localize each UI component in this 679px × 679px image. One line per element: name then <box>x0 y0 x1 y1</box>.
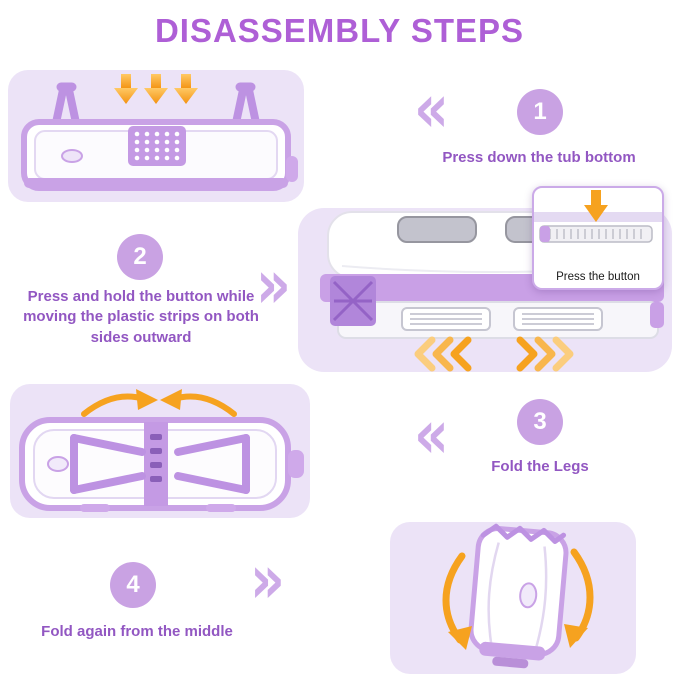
press-button-inset-illustration <box>534 190 662 243</box>
step-3-badge: 3 <box>517 399 563 445</box>
step-2-badge: 2 <box>117 234 163 280</box>
fold-arrow-left-icon <box>81 389 158 417</box>
drain-plug <box>519 582 538 609</box>
step-1-text: Press down the tub bottom <box>442 149 636 166</box>
chevron-left-icon: « <box>414 395 449 474</box>
slide-right-chevrons-icon <box>516 336 574 372</box>
fold-arrow-left-icon <box>442 552 472 650</box>
folded-left-stand <box>70 434 146 494</box>
hinge-bracket <box>330 276 376 326</box>
press-button-label: Press the button <box>556 271 640 283</box>
press-button-inset: Press the button <box>532 186 664 290</box>
plastic-strip-right <box>513 307 603 331</box>
chevron-right-icon: » <box>250 540 285 619</box>
chevron-right-icon: » <box>256 245 291 324</box>
drain-plug <box>61 149 83 163</box>
drain-panel <box>128 126 186 166</box>
tub-open-illustration <box>21 74 298 191</box>
folded-right-stand <box>174 434 250 494</box>
step-1-badge: 1 <box>517 89 563 135</box>
press-down-arrows-icon <box>114 74 198 104</box>
plastic-strip-left <box>401 307 491 331</box>
page-title: DISASSEMBLY STEPS <box>154 12 525 49</box>
fold-arrow-right-icon <box>160 389 237 417</box>
chevron-left-icon: « <box>414 69 449 148</box>
bear-ear-detail <box>286 156 298 182</box>
tub-recess-left <box>397 216 477 243</box>
tub-folded-flat-illustration <box>19 389 304 512</box>
step-2-text: Press and hold the button while moving t… <box>23 288 259 346</box>
drain-plug <box>47 456 69 472</box>
folded-tub <box>468 523 569 669</box>
fold-arrow-right-icon <box>564 548 594 648</box>
tub-folded-upright-illustration <box>442 523 594 669</box>
slide-left-chevrons-icon <box>414 336 472 372</box>
press-arrow-icon <box>584 190 608 222</box>
step-3-text: Fold the Legs <box>491 458 589 475</box>
step-4-text: Fold again from the middle <box>41 623 233 640</box>
step-4-badge: 4 <box>110 562 156 608</box>
